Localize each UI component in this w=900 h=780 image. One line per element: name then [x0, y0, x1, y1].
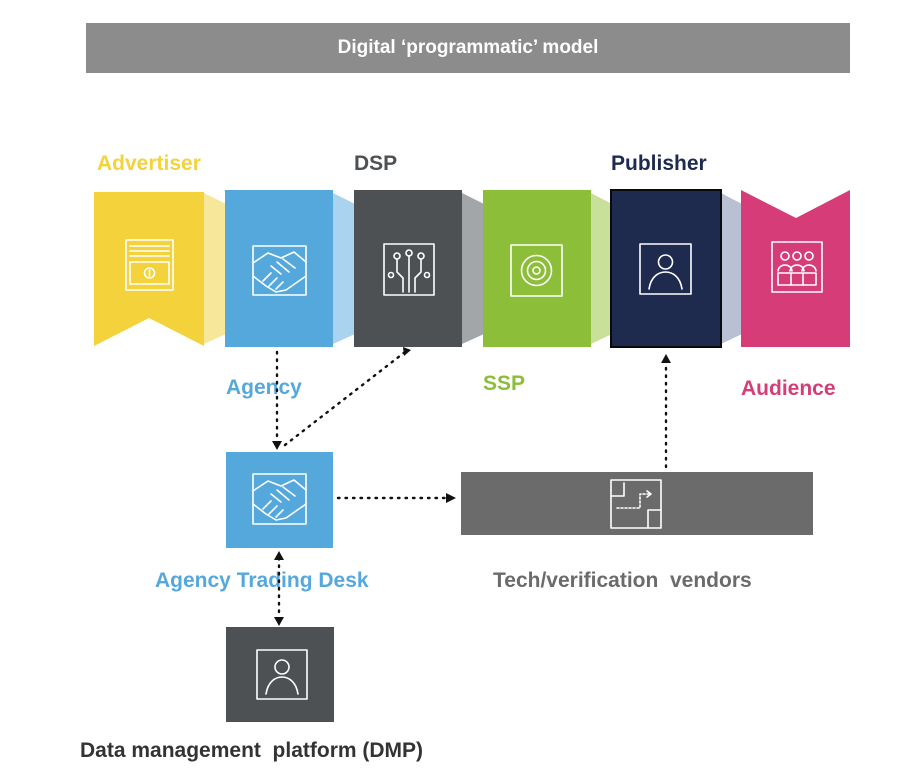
- dmp-label: Data management platform (DMP): [80, 739, 424, 762]
- vendors-block: [461, 472, 813, 535]
- dsp-label: DSP: [354, 152, 398, 175]
- desk-to-dsp-connector: [283, 350, 407, 447]
- advertiser-block: [94, 192, 204, 346]
- floorplan-icon: [610, 479, 662, 529]
- group-icon: [771, 241, 823, 293]
- advertiser-agency-ribbon: [204, 193, 226, 344]
- publisher-block: [610, 189, 722, 348]
- arrowhead: [274, 617, 284, 626]
- handshake-icon: [252, 245, 307, 296]
- advertiser-label: Advertiser: [97, 152, 201, 175]
- publisher-label: Publisher: [611, 152, 707, 175]
- agency-block: [225, 190, 333, 347]
- audience-label: Audience: [741, 377, 836, 400]
- arrowhead: [274, 551, 284, 560]
- agency-dsp-ribbon: [333, 193, 355, 344]
- publisher-audience-ribbon: [721, 193, 742, 344]
- person-icon: [639, 243, 692, 295]
- banknote-icon: [125, 239, 174, 291]
- arrowhead: [272, 441, 282, 450]
- circuit-icon: [383, 243, 435, 296]
- ssp-label: SSP: [483, 372, 526, 395]
- dmp-person-icon: [256, 649, 308, 700]
- dsp-block: [354, 190, 462, 347]
- dsp-ssp-ribbon: [462, 193, 484, 344]
- agency-label: Agency: [226, 376, 302, 399]
- vendors-label: Tech/verification vendors: [493, 569, 752, 592]
- target-icon: [510, 244, 563, 297]
- arrowhead: [403, 347, 411, 356]
- diagram-title: Digital ‘programmatic’ model: [86, 23, 850, 73]
- ssp-block: [483, 190, 591, 347]
- arrowhead: [661, 354, 671, 363]
- ssp-publisher-ribbon: [591, 193, 612, 344]
- audience-block: [741, 190, 850, 347]
- trading-desk-handshake-icon: [252, 473, 307, 525]
- arrowhead: [446, 493, 456, 503]
- trading-desk-label: Agency Trading Desk: [155, 569, 369, 592]
